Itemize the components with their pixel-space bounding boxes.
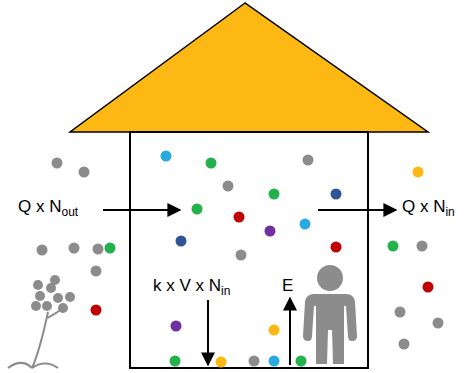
particle-dot: [176, 236, 187, 247]
particle-dot: [331, 189, 342, 200]
particle-dot: [417, 241, 428, 252]
particle-dot: [206, 158, 217, 169]
particle-dot: [234, 212, 245, 223]
formula-label: Q x N: [402, 197, 445, 216]
emission-arrow: [289, 298, 291, 365]
mold-spores: [31, 275, 75, 313]
particles: [37, 151, 444, 368]
particle-dot: [388, 241, 399, 252]
inflow-arrow: [103, 209, 180, 211]
deposition-formula: k x V x Nin: [153, 276, 230, 301]
particle-dot: [423, 282, 434, 293]
formula-label: k x V x N: [153, 276, 221, 295]
particle-dot: [433, 318, 444, 329]
mold-spore: [50, 275, 60, 285]
particle-dot: [161, 151, 172, 162]
particle-dot: [93, 244, 104, 255]
particle-dot: [37, 245, 48, 256]
particle-dot: [236, 250, 247, 261]
mold-spore: [58, 303, 68, 313]
flow-arrows: [103, 210, 396, 365]
particle-dot: [52, 158, 63, 169]
formula-label: Q x N: [18, 197, 61, 216]
particle-dot: [223, 181, 234, 192]
person-figure: [303, 265, 357, 364]
particle-dot: [269, 189, 280, 200]
mold-spore: [53, 293, 63, 303]
formula-label: E: [282, 276, 293, 295]
particle-dot: [91, 266, 102, 277]
particle-dot: [269, 325, 280, 336]
outflow-formula: Q x Nin: [402, 197, 455, 222]
mold-spore: [65, 292, 75, 302]
particle-dot: [296, 356, 307, 367]
particle-dot: [303, 155, 314, 166]
particle-dot: [192, 204, 203, 215]
particle-dot: [170, 356, 181, 367]
particle-dot: [395, 307, 406, 318]
particle-dot: [249, 356, 260, 367]
particle-dot: [331, 242, 342, 253]
mold-spore: [33, 280, 43, 290]
subscript-label: in: [445, 205, 454, 219]
particle-dot: [79, 167, 90, 178]
particle-dot: [413, 167, 424, 178]
roof: [70, 3, 428, 132]
particle-dot: [265, 226, 276, 237]
mold-symbol: [8, 306, 64, 368]
inflow-formula: Q x Nout: [18, 197, 78, 222]
mold-spore: [31, 301, 41, 311]
particle-dot: [171, 321, 182, 332]
particle-dot: [69, 243, 80, 254]
deposition-arrow: [207, 300, 209, 365]
particle-dot: [91, 305, 102, 316]
subscript-label: out: [61, 205, 78, 219]
particle-dot: [216, 357, 227, 368]
particle-dot: [300, 219, 311, 230]
mold-spore: [42, 301, 52, 311]
particle-dot: [399, 339, 410, 350]
subscript-label: in: [221, 284, 230, 298]
particle-dot: [105, 243, 116, 254]
particle-dot: [269, 356, 280, 367]
mold-spore: [35, 291, 45, 301]
emission-label: E: [282, 276, 293, 296]
house-wall: [130, 132, 368, 368]
outflow-arrow: [318, 209, 396, 211]
